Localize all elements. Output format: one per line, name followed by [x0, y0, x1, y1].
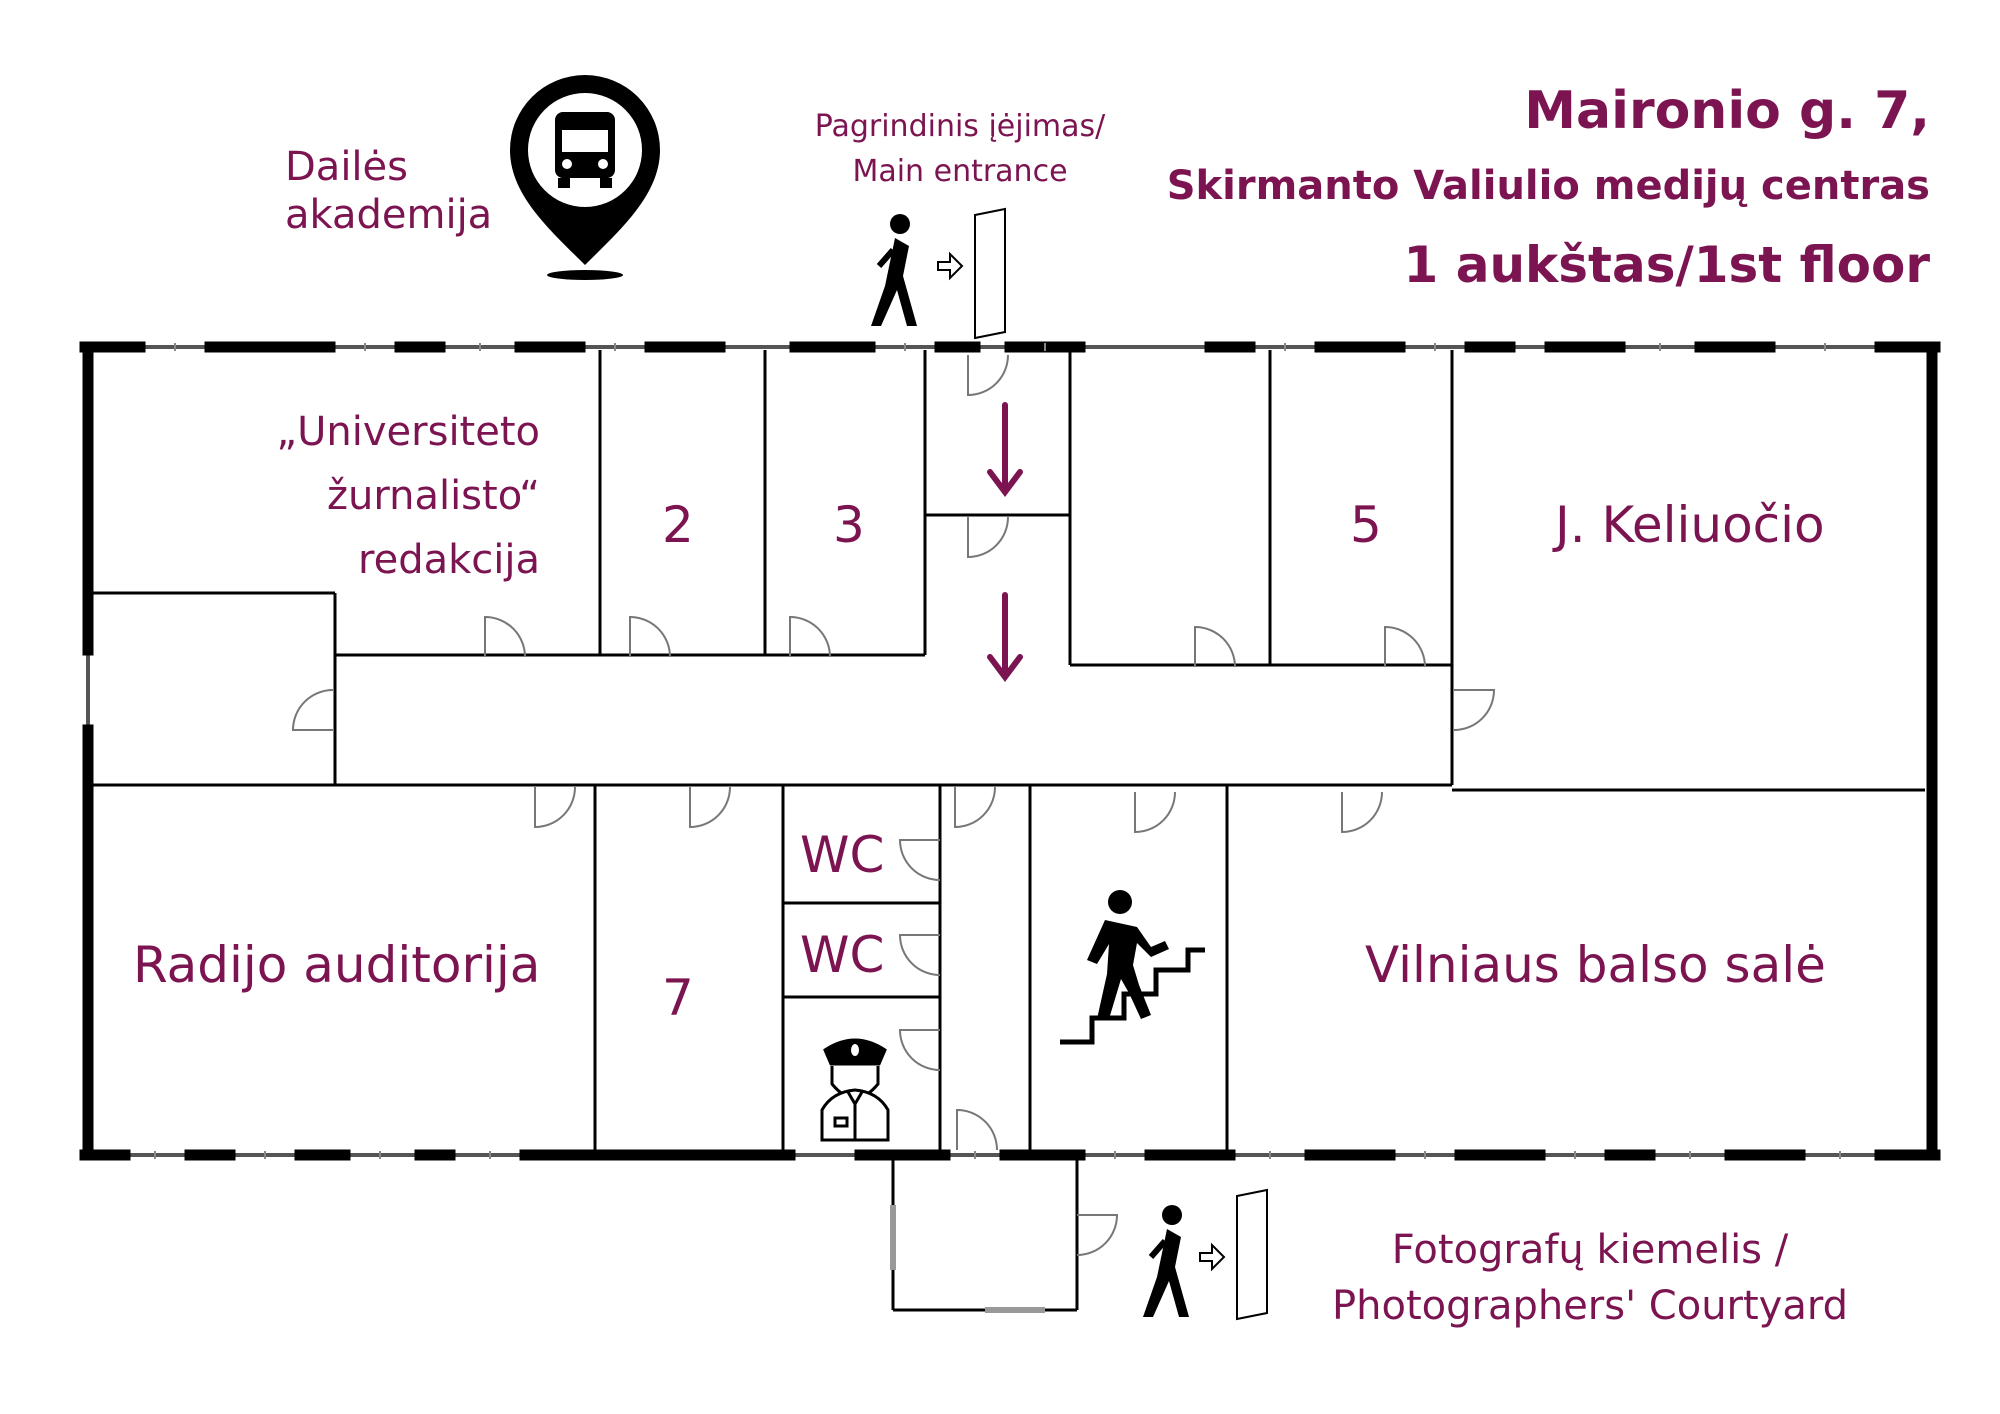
outer-walls: [79, 341, 1941, 1161]
main-entrance-line1: Pagrindinis įėjimas/: [814, 109, 1106, 144]
editorial-line1: „Universiteto: [276, 409, 540, 455]
courtyard-line2: Photographers' Courtyard: [1332, 1283, 1848, 1329]
room-3-label: 3: [833, 496, 865, 554]
address-title: Maironio g. 7,: [1524, 81, 1930, 141]
main-entrance-label: Pagrindinis įėjimas/ Main entrance: [790, 104, 1130, 194]
room-editorial-label: „Universiteto žurnalisto“ redakcija: [230, 400, 540, 592]
wc-label-1: WC: [800, 826, 885, 884]
room-2-label: 2: [662, 496, 694, 554]
bus-stop-label-line2: akademija: [285, 192, 493, 238]
bus-stop-pin-icon: [510, 75, 660, 280]
arrow-down-icon: [987, 402, 1023, 682]
building-name: Skirmanto Valiulio medijų centras: [1166, 163, 1930, 209]
window-ticks: [154, 343, 1841, 1159]
doors: [291, 354, 1496, 1313]
courtyard-label: Fotografų kiemelis / Photographers' Cour…: [1280, 1222, 1900, 1334]
courtyard-line1: Fotografų kiemelis /: [1391, 1227, 1789, 1273]
room-vilnius-label: Vilniaus balso salė: [1365, 936, 1826, 994]
person-walking-entrance-icon: [871, 207, 1006, 340]
bus-stop-label-line1: Dailės: [285, 144, 408, 190]
room-keliuocio-label: J. Keliuočio: [1555, 496, 1825, 554]
room-7-label: 7: [662, 969, 694, 1027]
editorial-line2: žurnalisto“: [327, 473, 540, 519]
room-5-label: 5: [1350, 496, 1382, 554]
person-walking-courtyard-icon: [1143, 1188, 1268, 1321]
bus-stop-label: Dailės akademija: [285, 143, 492, 239]
main-entrance-line2: Main entrance: [852, 154, 1068, 189]
wc-label-2: WC: [800, 926, 885, 984]
floor-label: 1 aukštas/1st floor: [1403, 236, 1931, 294]
editorial-line3: redakcija: [358, 537, 540, 583]
security-guard-icon: [820, 1038, 890, 1142]
stairs-icon: [1060, 890, 1205, 1045]
room-radio-label: Radijo auditorija: [133, 936, 541, 994]
